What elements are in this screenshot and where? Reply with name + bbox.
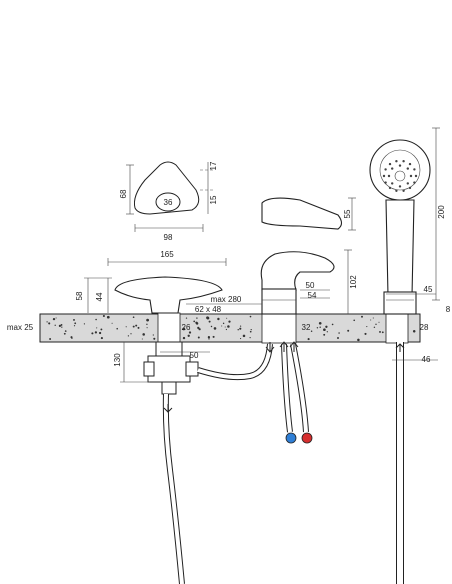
dim-mixer-height: 102 bbox=[349, 275, 358, 289]
deck-speckles bbox=[46, 314, 416, 342]
shower-nozzles bbox=[382, 160, 418, 192]
dim-knob-width: 165 bbox=[160, 250, 174, 259]
dim-under-depth: 130 bbox=[113, 353, 122, 367]
dim-knob-height-outer: 58 bbox=[75, 291, 84, 300]
dim-holder-width: 45 bbox=[424, 285, 433, 294]
dim-hole-shower: 28 bbox=[420, 323, 429, 332]
dim-max-reach: max 280 bbox=[211, 295, 242, 304]
cold-connector bbox=[285, 432, 297, 444]
hot-connector bbox=[301, 432, 313, 444]
hoses bbox=[162, 342, 404, 584]
deck bbox=[39, 312, 421, 344]
dim-hole-size: 62 x 48 bbox=[195, 305, 222, 314]
hot-cold-connectors bbox=[285, 432, 313, 444]
dim-hole-left: 26 bbox=[182, 323, 191, 332]
dim-spout-height: 55 bbox=[343, 209, 352, 218]
dim-hole-mixer: 32 bbox=[302, 323, 311, 332]
hole-shower bbox=[385, 312, 409, 344]
dim-knob-top-height: 68 bbox=[119, 189, 128, 198]
dim-knob-right-top: 17 bbox=[209, 161, 218, 170]
knob-side-view bbox=[84, 258, 227, 314]
hole-mixer bbox=[261, 312, 297, 344]
dim-knob-right-bottom: 15 bbox=[209, 195, 218, 204]
flow-arrows bbox=[163, 341, 438, 413]
dim-mixer-width-bottom: 54 bbox=[308, 291, 317, 300]
dim-knob-height-inner: 44 bbox=[95, 292, 104, 301]
dim-under-width: 50 bbox=[190, 351, 199, 360]
dim-shower-height: 200 bbox=[437, 205, 446, 219]
dim-mixer-width-top: 50 bbox=[306, 281, 315, 290]
hole-left bbox=[157, 312, 181, 344]
dim-right-gap: 8 bbox=[446, 305, 451, 314]
under-deck-valve bbox=[120, 341, 210, 395]
dim-deck-thickness: max 25 bbox=[7, 323, 34, 332]
knob-top-view bbox=[126, 161, 214, 232]
dim-hose-diameter: 46 bbox=[422, 355, 431, 364]
dim-knob-top-width: 98 bbox=[164, 233, 173, 242]
dim-knob-center: 36 bbox=[164, 198, 173, 207]
dimension-labels: 200 98 68 36 17 15 55 165 58 44 max 280 … bbox=[7, 161, 451, 367]
spout-view bbox=[261, 197, 356, 231]
hand-shower bbox=[369, 127, 440, 315]
mixer-body bbox=[186, 249, 352, 315]
